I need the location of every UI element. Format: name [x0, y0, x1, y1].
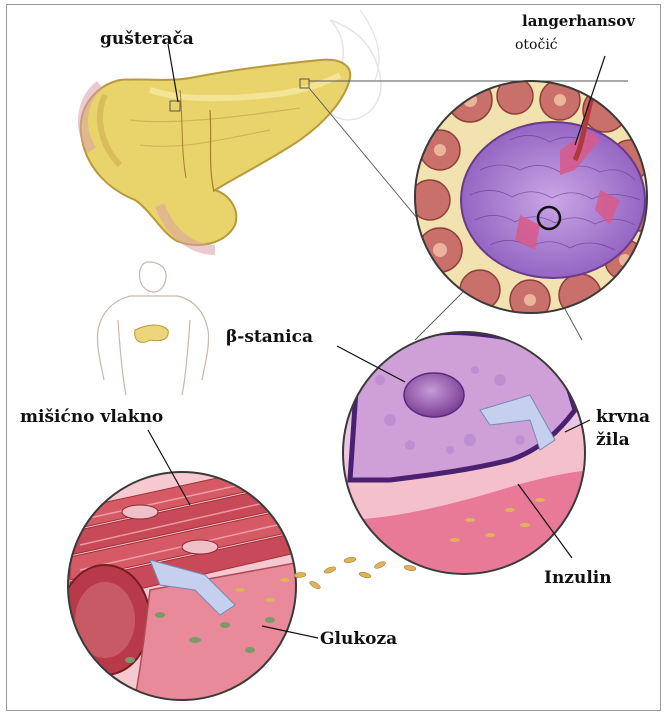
pancreas-organ [81, 60, 351, 250]
label-insulin: Inzulin [544, 570, 612, 587]
label-beta-cell: β-stanica [226, 329, 313, 346]
label-pancreas: gušterača [100, 31, 194, 48]
islet-magnified-circle [410, 75, 656, 320]
label-blood-vessel-line1: krvna [596, 409, 650, 426]
label-islet-line1: langerhansov [522, 14, 635, 29]
label-muscle-fiber: mišićno vlakno [20, 409, 163, 426]
label-glucose: Glukoza [320, 631, 397, 648]
floating-granules [294, 556, 417, 590]
body-silhouette-icon [97, 262, 208, 395]
muscle-magnified-circle [60, 460, 310, 717]
beta-cell-magnified-circle [340, 330, 600, 600]
label-islet-line2: otočić [515, 38, 558, 52]
label-blood-vessel-line2: žila [596, 432, 630, 449]
